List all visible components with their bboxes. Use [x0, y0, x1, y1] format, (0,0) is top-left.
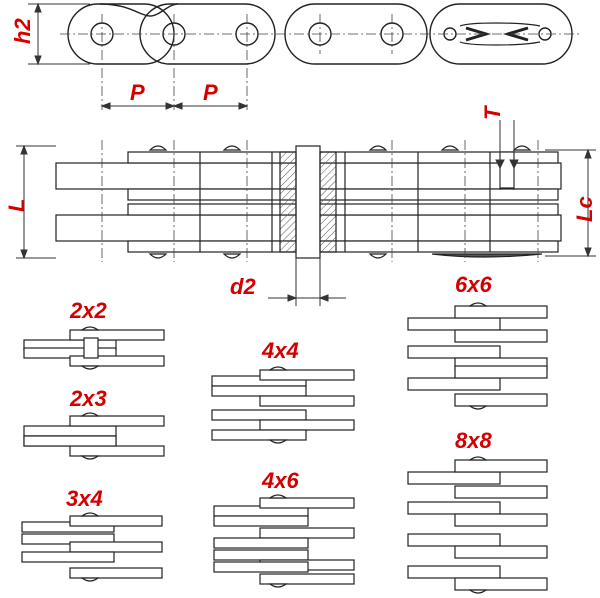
- config-label-3x4: 3x4: [66, 486, 103, 511]
- lacing-6x6-drawing: [407, 302, 548, 410]
- config-label-4x4: 4x4: [261, 338, 299, 363]
- chain-side-view: [60, 3, 580, 110]
- l-label: L: [4, 199, 29, 212]
- lc-label: Lc: [572, 196, 597, 222]
- pitch-label-left: P: [130, 80, 145, 105]
- lacing-2x2-drawing: [23, 326, 165, 370]
- d2-dimension: [268, 258, 346, 306]
- lacing-4x6-drawing: [213, 494, 355, 588]
- lc-dimension: [545, 148, 596, 258]
- l-dimension: [16, 144, 56, 260]
- config-label-4x6: 4x6: [261, 468, 299, 493]
- t-dimension: [495, 120, 519, 190]
- h2-dimension: [28, 2, 90, 66]
- config-label-6x6: 6x6: [455, 272, 492, 297]
- h2-label: h2: [10, 18, 35, 44]
- config-label-8x8: 8x8: [455, 428, 492, 453]
- t-label: T: [480, 105, 505, 120]
- config-label-2x3: 2x3: [69, 386, 107, 411]
- pitch-label-right: P: [203, 80, 218, 105]
- pin-section: [295, 145, 321, 259]
- lacing-2x3-drawing: [23, 412, 165, 460]
- lacing-4x4-drawing: [211, 366, 355, 444]
- pitch-dimension: [100, 102, 249, 110]
- d2-label: d2: [230, 274, 256, 299]
- config-label-2x2: 2x2: [69, 298, 107, 323]
- chain-top-view: [55, 145, 562, 259]
- lacing-configurations: [21, 302, 548, 594]
- lacing-3x4-drawing: [21, 512, 163, 582]
- lacing-8x8-drawing: [407, 456, 548, 594]
